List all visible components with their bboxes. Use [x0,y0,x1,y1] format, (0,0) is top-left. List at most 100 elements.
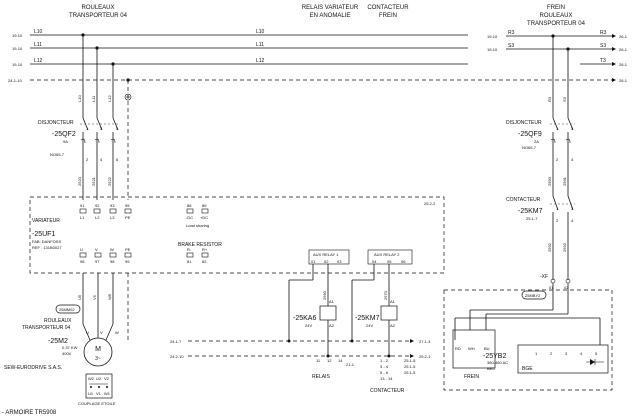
qf2-title: DISJONCTEUR [38,120,74,126]
coupling-w2: W2 [88,376,95,381]
aux1-term-01: 01 [311,259,316,264]
qf2-model: NO65-7 [50,152,65,157]
brake-wire-bu: BU [484,346,490,351]
qf9-wire-2590: 2590 [547,176,552,186]
qf9-wire-2591: 2591 [562,176,567,186]
header-rouleaux-line1: ROULEAUX [81,5,114,11]
ka6-contact-ref: 21-1 [346,362,355,367]
aux2-title: AUX RELAY 2 [374,252,400,257]
qf9-wire-r3: R3 [547,96,552,102]
qf9-term-2: 2 [556,157,559,162]
aux2-term-05: 05 [387,259,392,264]
motor-power: 0.37 KW [62,345,78,350]
coupling-label: COUPLAGE ETOILE [78,401,116,406]
control-bottom-ref: 24.2-10 [170,354,184,359]
km7-ref: -25KM7 [355,315,380,322]
var-in-l1: L1 [80,215,85,220]
ka6-a1: A1 [329,299,335,304]
brake-tag-box [521,290,547,300]
qf2-term-5: 5 [116,126,119,131]
bge-term-1: 1 [535,351,538,356]
qf2-wire-l11: L11 [91,95,96,102]
qf2-wire-2520: 2520 [77,176,82,186]
qf2-ref: -25QF2 [52,131,76,138]
motor-term-u: U [86,330,89,335]
brake-coil-box [452,329,496,369]
motor-voltage: 400V [62,351,72,356]
motor-title-1: ROULEAUX [44,318,72,324]
km7p-wire-2593: 2593 [562,242,567,252]
bus-pe-ref: 24-1-10 [8,78,23,83]
var-brake-rplus: R+ [202,247,208,252]
bge-label: BGE [522,366,533,372]
var-out-pe: PE [125,247,131,252]
km7p-term-4: 4 [571,218,574,223]
var-out-97: 97 [95,259,100,264]
aux1-title: AUX RELAY 1 [313,252,339,257]
km7-a1: A1 [390,299,396,304]
var-load-88: 88 [187,203,192,208]
bus-l11-label: L11 [34,42,42,48]
header-rouleaux: ROULEAUX TRANSPORTEUR 04 [69,5,128,19]
brake-wire-rd: RD [455,346,461,351]
header-contacteur-line1: CONTACTEUR [367,5,409,11]
brake-spec: 380-460 AC [487,360,508,365]
km7p-term-1: 1 [556,206,559,211]
bus-t3-label: T3 [600,58,606,64]
km7p-term-3: 3 [571,206,574,211]
km7p-sheet: 25.1-7 [526,216,538,221]
var-brake-81: 81 [187,259,192,264]
header-contacteur: CONTACTEUR FREIN [367,5,409,19]
variateur-frame [29,196,445,274]
bge-term-3: 3 [565,351,568,356]
coupling-u2: U2 [96,376,102,381]
aux1-term-02: 02 [324,259,329,264]
motor-phase: 3~ [95,356,101,362]
brake-model: BE5 [487,366,495,371]
variateur-ref: -25UF1 [32,231,55,238]
contactor-25km7: 2570 A1 A2 -25KM7 24V 1 - 2 3 - 4 5 - 6 … [350,264,416,394]
var-in-93: 93 [110,203,115,208]
km7-coil [380,305,398,321]
var-load-minus: -DC [186,215,193,220]
bus-l10-label: L10 [34,29,43,35]
relay-25ka6: 2560 A1 A2 -25KA6 24V RELAIS 11 12 14 21… [287,264,355,380]
var-out-w: W [110,247,114,252]
qf2-wire-2521: 2521 [91,176,96,186]
qf2-term-1: 1 [86,126,89,131]
var-brake-rminus: R- [187,247,192,252]
coupling-v2: V2 [104,376,110,381]
ka6-caption: RELAIS [312,374,330,380]
ka6-c12: 12 [327,358,332,363]
qf9-term-1: 1 [556,126,559,131]
bus-l12-label-mid: L12 [256,58,265,64]
motor-tag-box [55,304,81,314]
control-lines: 24.1-7 27.1-3 24.2-10 25.2-1 [170,339,431,359]
var-brake-title: BRAKE RESISTOR [178,242,222,248]
km7-wire: 2570 [383,290,388,300]
ka6-ref: -25KA6 [293,315,316,322]
header-rouleaux-line2: TRANSPORTEUR 04 [69,13,128,19]
bus-l11-label-mid: L11 [256,42,264,48]
bus-s3-dest: 26-1 [619,47,628,52]
bus-r3-arrow [612,34,616,38]
bus-r3-right: R3 [600,30,607,36]
bus-t3-dest: 26-1 [619,62,628,67]
qf2-wire-2522: 2522 [107,176,112,186]
var-out-98: 98 [110,259,115,264]
var-in-95: 95 [125,203,130,208]
brake-25yb2: -XF 01 02 25MBY2 RD WH BU FREIN -25YB2 3… [443,274,613,391]
aux1-term-03: 03 [337,259,342,264]
bus-t3-arrow [612,62,616,66]
brake-tag: 25MBY2 [525,293,541,298]
coupling-v1: V1 [96,391,102,396]
ka6-c11: 11 [316,358,321,363]
motor-m: M [95,346,101,353]
var-load-sharing: Load sharing [186,223,209,228]
brake-ref: -25YB2 [483,353,506,360]
control-bottom-dest: 25.2-1 [419,354,431,359]
brake-frame [443,289,613,391]
motor-wire-w5: W5 [107,293,112,300]
header-frein-line3: TRANSPORTEUR 04 [527,21,586,27]
qf9-title: DISJONCTEUR [506,120,542,126]
